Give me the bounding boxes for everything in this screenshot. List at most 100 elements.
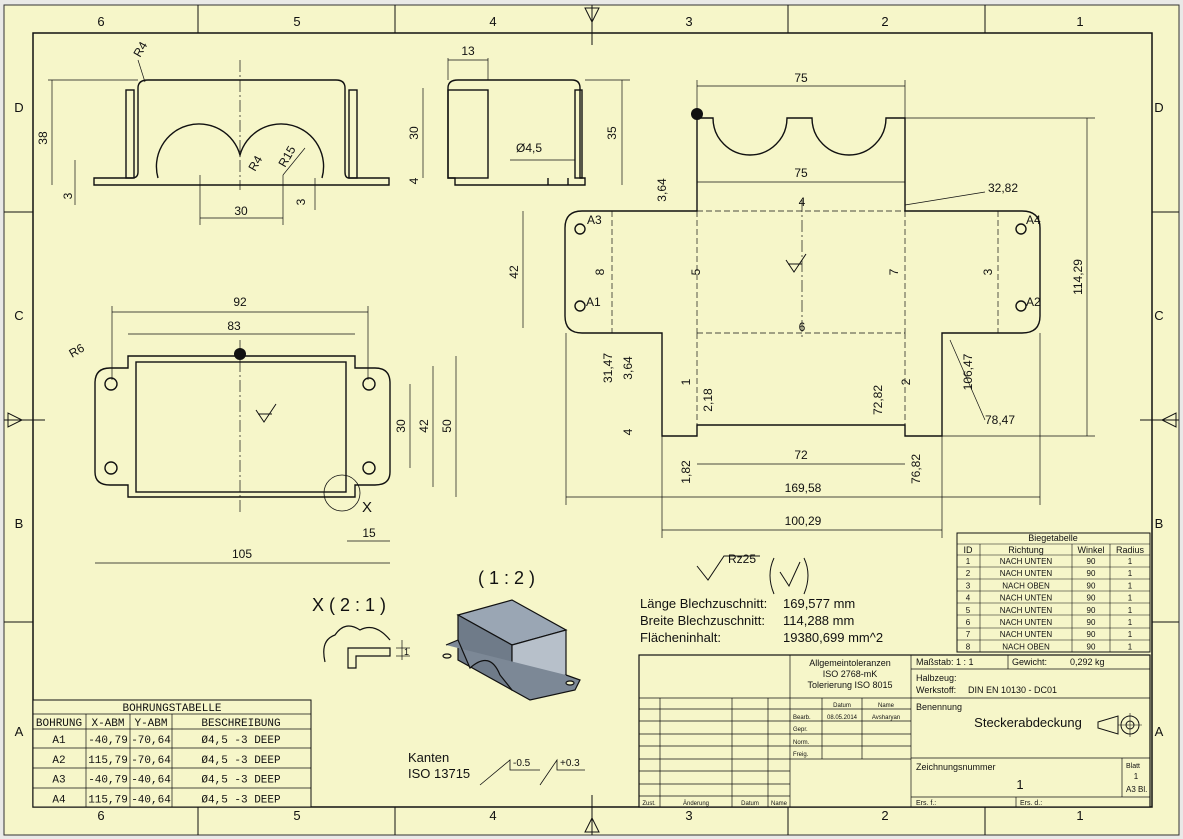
- svg-text:Ers. f.:: Ers. f.:: [916, 800, 936, 807]
- svg-text:75: 75: [794, 166, 808, 180]
- detail-title: X ( 2 : 1 ): [312, 595, 386, 615]
- hole-table-cell: -40,64: [131, 775, 171, 787]
- svg-text:Werkstoff:: Werkstoff:: [916, 685, 956, 695]
- svg-text:Kanten: Kanten: [408, 750, 449, 765]
- svg-text:30: 30: [234, 204, 248, 218]
- svg-text:3: 3: [981, 268, 995, 275]
- svg-text:8: 8: [593, 268, 607, 275]
- edges-note: Kanten ISO 13715 -0.5 +0.3: [408, 750, 585, 786]
- zone-labels: 6 5 4 3 2 1 6 5 4 3 2 1 D C B A D C B A: [14, 14, 1163, 823]
- flat-pattern-dim-text: 75 75 3,64 32,82 42 114,29 31,47 3,64 2,…: [507, 71, 1085, 528]
- svg-text:Y-ABM: Y-ABM: [134, 718, 167, 730]
- svg-text:1: 1: [679, 378, 693, 385]
- svg-text:R4: R4: [245, 153, 265, 174]
- bend-table-cell: 1: [1128, 630, 1133, 639]
- svg-text:Zeichnungsnummer: Zeichnungsnummer: [916, 762, 996, 772]
- svg-text:3: 3: [685, 808, 692, 823]
- svg-text:X: X: [362, 499, 372, 516]
- svg-text:72: 72: [794, 448, 808, 462]
- bend-table-cell: NACH UNTEN: [1000, 630, 1053, 639]
- bend-table-cell: 90: [1087, 630, 1096, 639]
- svg-text:6: 6: [97, 808, 104, 823]
- hole-table-cell: A2: [52, 755, 65, 767]
- bend-table-cell: NACH UNTEN: [1000, 594, 1053, 603]
- svg-text:3: 3: [685, 14, 692, 29]
- svg-text:Tolerierung ISO 8015: Tolerierung ISO 8015: [807, 680, 892, 690]
- svg-text:78,47: 78,47: [985, 413, 1015, 427]
- svg-text:5: 5: [689, 268, 703, 275]
- bend-table-cell: NACH OBEN: [1002, 642, 1050, 651]
- top-view-dims: [95, 306, 457, 564]
- front-view: [93, 60, 390, 190]
- bend-table-cell: 90: [1087, 606, 1096, 615]
- svg-text:BESCHREIBUNG: BESCHREIBUNG: [201, 718, 280, 730]
- svg-text:Länge Blechzuschnitt:: Länge Blechzuschnitt:: [640, 596, 767, 611]
- bend-table-cell: 1: [1128, 594, 1133, 603]
- svg-text:42: 42: [417, 419, 431, 433]
- side-view-dims: [422, 58, 630, 185]
- hole-table-cell: Ø4,5 -3 DEEP: [201, 755, 281, 767]
- bend-table-cell: 90: [1087, 581, 1096, 590]
- svg-text:2: 2: [881, 808, 888, 823]
- drawing-number: 1: [1016, 777, 1023, 792]
- hole-table-cell: A4: [52, 794, 66, 806]
- svg-text:4: 4: [621, 428, 635, 435]
- bend-table-cell: NACH UNTEN: [1000, 606, 1053, 615]
- svg-text:114,288 mm: 114,288 mm: [783, 613, 854, 628]
- bend-table-cell: 3: [966, 581, 971, 590]
- svg-text:1: 1: [1134, 772, 1139, 781]
- bend-table-cell: 1: [1128, 581, 1133, 590]
- svg-text:92: 92: [233, 295, 247, 309]
- svg-text:Ers. d.:: Ers. d.:: [1020, 800, 1042, 807]
- svg-text:114,29: 114,29: [1071, 259, 1085, 295]
- svg-text:1: 1: [1076, 14, 1083, 29]
- svg-text:169,58: 169,58: [785, 481, 822, 495]
- svg-text:Norm.: Norm.: [793, 740, 810, 746]
- blank-info: Länge Blechzuschnitt: 169,577 mm Breite …: [640, 596, 883, 645]
- bend-table-cell: 1: [1128, 569, 1133, 578]
- svg-text:72,82: 72,82: [871, 385, 885, 415]
- hole-table-cell: 115,79: [88, 755, 128, 767]
- hole-table-cell: -40,79: [88, 775, 128, 787]
- bend-table-cell: 90: [1087, 618, 1096, 627]
- svg-text:Datum: Datum: [833, 703, 851, 709]
- svg-text:B: B: [15, 516, 24, 531]
- bend-table-cell: 7: [966, 630, 971, 639]
- side-view-dim-text: 13 30 35 Ø4,5 4: [407, 44, 619, 184]
- hole-table-cell: Ø4,5 -3 DEEP: [201, 735, 281, 747]
- svg-text:Biegetabelle: Biegetabelle: [1028, 533, 1078, 543]
- svg-text:BOHRUNG: BOHRUNG: [36, 718, 82, 730]
- svg-text:Richtung: Richtung: [1008, 545, 1044, 555]
- svg-text:4: 4: [407, 177, 421, 184]
- svg-text:Allgemeintoleranzen: Allgemeintoleranzen: [809, 658, 891, 668]
- bend-table-cell: 1: [966, 557, 971, 566]
- svg-text:X-ABM: X-ABM: [91, 718, 124, 730]
- svg-text:Name: Name: [771, 801, 788, 807]
- svg-text:Winkel: Winkel: [1077, 545, 1104, 555]
- svg-text:15: 15: [362, 526, 376, 540]
- svg-text:B: B: [1155, 516, 1164, 531]
- hole-table-cell: A3: [52, 775, 65, 787]
- svg-text:BOHRUNGSTABELLE: BOHRUNGSTABELLE: [122, 703, 221, 715]
- svg-text:3,64: 3,64: [621, 356, 635, 380]
- svg-text:Gewicht:: Gewicht:: [1012, 657, 1047, 667]
- svg-text:A: A: [15, 724, 24, 739]
- bend-table-cell: NACH UNTEN: [1000, 618, 1053, 627]
- bend-table-cell: 1: [1128, 606, 1133, 615]
- svg-text:Zust.: Zust.: [642, 801, 656, 807]
- svg-text:4: 4: [489, 14, 496, 29]
- svg-text:31,47: 31,47: [601, 353, 615, 383]
- svg-text:38: 38: [36, 131, 50, 145]
- svg-text:Name: Name: [878, 703, 895, 709]
- detail-dim: 1: [404, 647, 409, 657]
- svg-text:D: D: [1154, 100, 1163, 115]
- edge-symbol-icon: [479, 758, 585, 786]
- svg-text:C: C: [14, 308, 23, 323]
- svg-text:105: 105: [232, 547, 252, 561]
- svg-text:A: A: [1155, 724, 1164, 739]
- svg-text:3: 3: [294, 198, 308, 205]
- hole-labels: A3 A4 A1 A2: [586, 213, 1041, 309]
- bend-table-cell: 5: [966, 606, 971, 615]
- svg-text:A2: A2: [1026, 295, 1041, 309]
